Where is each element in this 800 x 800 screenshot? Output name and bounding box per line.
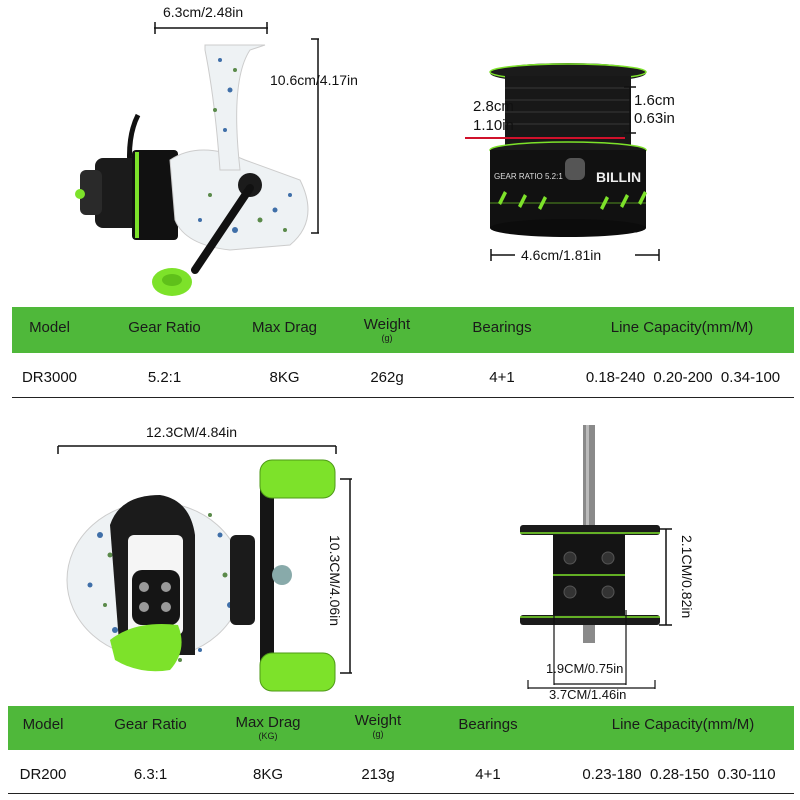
col-gear-ratio: Gear Ratio bbox=[114, 716, 187, 733]
cell-line-capacity: 0.23-180 0.28-150 0.30-110 bbox=[582, 766, 776, 783]
col-model: Model bbox=[29, 319, 70, 336]
spinning-height-line bbox=[311, 38, 319, 234]
col-weight: Weight (g) bbox=[354, 712, 402, 740]
spec-table-spinning-row: DR3000 5.2:1 8KG 262g 4+1 0.18-240 0.20-… bbox=[12, 362, 794, 392]
cell-max-drag: 8KG bbox=[252, 766, 283, 783]
spool-gear-text: GEAR RATIO 5.2:1 bbox=[494, 172, 563, 181]
spool-depth-in: 1.10in bbox=[473, 117, 514, 134]
baitcast-spool-outer-label: 3.7CM/1.46in bbox=[549, 687, 627, 702]
spec-table-baitcast-header: Model Gear Ratio Max Drag (KG) Weight (g… bbox=[8, 706, 794, 750]
table-divider bbox=[8, 793, 794, 794]
spool-line-cm: 1.6cm bbox=[634, 92, 675, 109]
baitcast-spool-height-line bbox=[659, 528, 672, 626]
baitcast-reel-image bbox=[60, 455, 350, 695]
spool-width-line bbox=[490, 249, 660, 261]
cell-weight: 262g bbox=[370, 369, 404, 386]
cell-gear-ratio: 5.2:1 bbox=[147, 369, 182, 386]
col-line-capacity: Line Capacity(mm/M) bbox=[611, 716, 755, 733]
table-divider bbox=[12, 397, 794, 398]
spinning-height-label: 10.6cm/4.17in bbox=[270, 72, 358, 88]
spool-line-bracket bbox=[624, 86, 636, 134]
spec-table-baitcast-row: DR200 6.3:1 8KG 213g 4+1 0.23-180 0.28-1… bbox=[8, 760, 794, 788]
spinning-width-line bbox=[154, 22, 268, 34]
baitcast-spool-image bbox=[515, 420, 665, 650]
spec-table-spinning-header: Model Gear Ratio Max Drag Weight (g) Bea… bbox=[12, 307, 794, 353]
col-max-drag: Max Drag bbox=[251, 319, 318, 336]
baitcast-width-label: 12.3CM/4.84in bbox=[146, 424, 238, 440]
col-gear-ratio: Gear Ratio bbox=[128, 319, 201, 336]
col-bearings: Bearings bbox=[458, 716, 518, 733]
baitcast-width-line bbox=[57, 445, 337, 454]
col-bearings: Bearings bbox=[472, 319, 532, 336]
spinning-reel-image bbox=[60, 20, 360, 310]
cell-bearings: 4+1 bbox=[489, 369, 515, 386]
col-model: Model bbox=[22, 716, 64, 733]
baitcast-spool-height-label: 2.1CM/0.82in bbox=[679, 535, 695, 619]
spool-depth-marker bbox=[465, 137, 625, 139]
col-weight: Weight (g) bbox=[363, 316, 411, 344]
cell-model: DR3000 bbox=[21, 369, 78, 386]
spinning-spool-image: GEAR RATIO 5.2:1 BILLIN bbox=[480, 58, 670, 243]
spool-depth-cm: 2.8cm bbox=[473, 98, 514, 115]
baitcast-spool-inner-label: 1.9CM/0.75in bbox=[546, 661, 624, 676]
baitcast-spool-outer-line bbox=[527, 680, 656, 689]
spool-line-in: 0.63in bbox=[634, 110, 675, 127]
spool-width-label: 4.6cm/1.81in bbox=[521, 247, 602, 263]
baitcast-height-label: 10.3CM/4.06in bbox=[327, 535, 343, 627]
cell-gear-ratio: 6.3:1 bbox=[133, 766, 168, 783]
spinning-width-label: 6.3cm/2.48in bbox=[163, 4, 244, 20]
cell-bearings: 4+1 bbox=[475, 766, 501, 783]
cell-model: DR200 bbox=[19, 766, 67, 783]
spool-brand-text: BILLIN bbox=[596, 169, 641, 185]
baitcast-spool-inner-line bbox=[553, 610, 627, 685]
col-max-drag: Max Drag (KG) bbox=[235, 714, 301, 742]
cell-max-drag: 8KG bbox=[269, 369, 300, 386]
cell-weight: 213g bbox=[361, 766, 395, 783]
baitcast-height-line bbox=[340, 478, 352, 674]
col-line-capacity: Line Capacity(mm/M) bbox=[610, 319, 754, 336]
cell-line-capacity: 0.18-240 0.20-200 0.34-100 bbox=[585, 369, 781, 386]
